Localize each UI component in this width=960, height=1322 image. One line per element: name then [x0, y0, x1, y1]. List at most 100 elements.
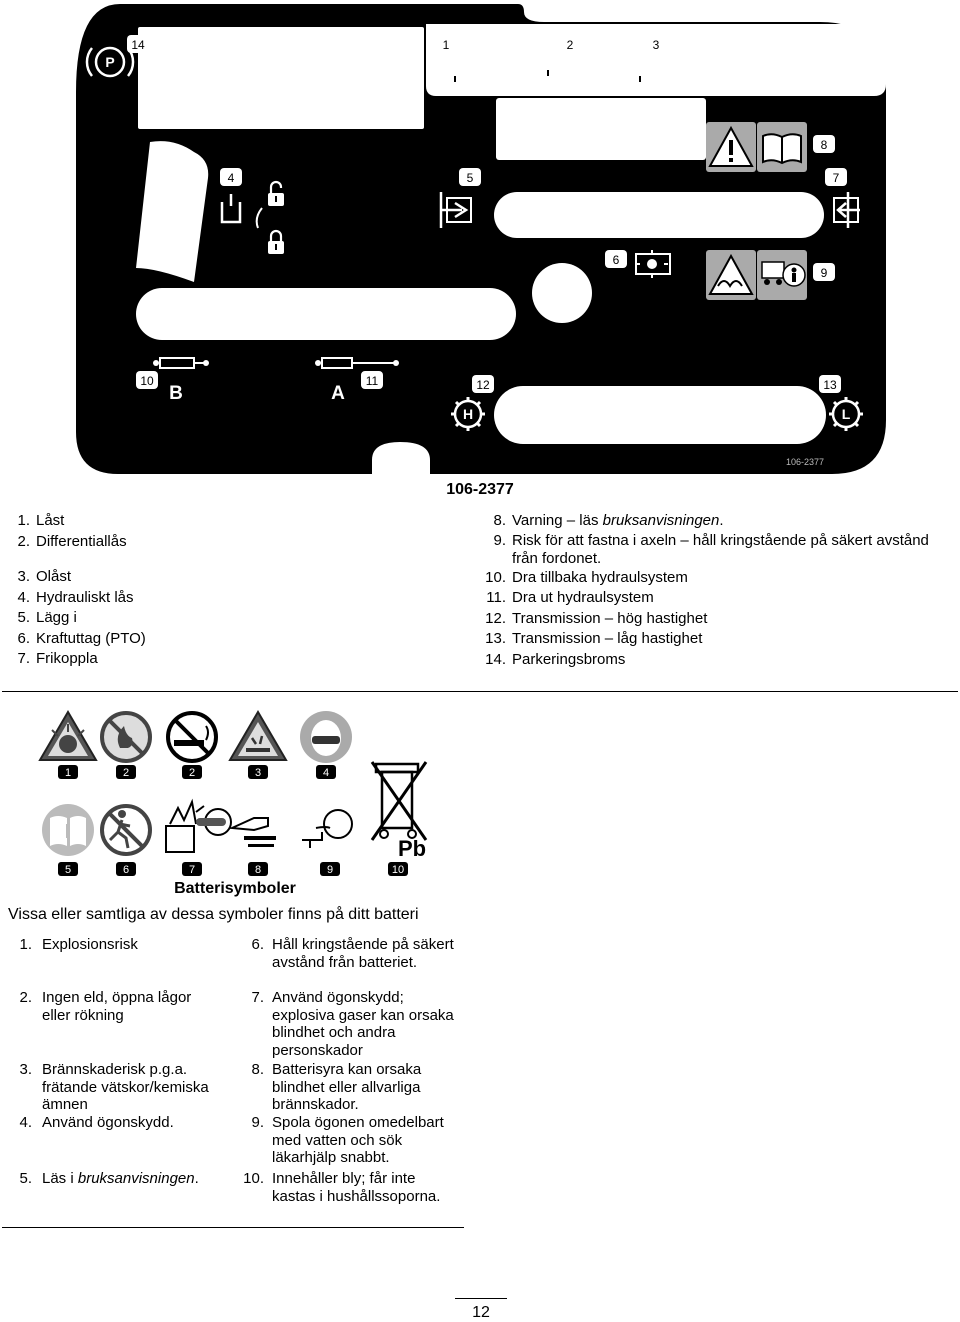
lead-pb-label: Pb [398, 836, 426, 861]
callout-7: 7 [833, 171, 840, 185]
page-number: 12 [455, 1298, 507, 1322]
explosion-warning-icon [38, 710, 98, 761]
symbol-number-2: 2 [189, 767, 195, 779]
badge-box [248, 862, 268, 876]
callout-box-3 [645, 35, 667, 53]
letter-a: A [331, 383, 345, 404]
list-item: 6.Håll kringstående på säkert avstånd fr… [251, 936, 454, 971]
read-manual-icon [42, 804, 94, 856]
decal-list-left: 1.Låst 2.Differentiallås 3.Olåst 4.Hydra… [0, 511, 240, 670]
letter-p: P [105, 54, 114, 70]
letter-h: H [463, 406, 473, 422]
list-item: 7.Frikoppla [17, 650, 98, 667]
badge-box [182, 765, 202, 779]
list-item: 13.Transmission – låg hastighet [485, 630, 703, 647]
letter-b: B [169, 383, 183, 404]
list-item: 9.Spola ögonen omedelbart med vatten och… [251, 1114, 444, 1166]
corrosive-warning-icon [228, 710, 288, 761]
hydraulic-lock-icon [220, 180, 286, 256]
callout-box-7 [825, 168, 847, 186]
callout-box-1 [435, 35, 457, 53]
acid-blindness-icon [196, 808, 276, 847]
badge-box [320, 862, 340, 876]
divider [2, 1227, 464, 1228]
symbol-number-8: 8 [255, 864, 261, 876]
list-item: 10.Dra tillbaka hydraulsystem [485, 568, 688, 586]
callout-3: 3 [653, 38, 660, 52]
list-item: 11.Dra ut hydraulsystem [486, 589, 654, 606]
callout-box-14 [127, 35, 149, 53]
list-item: 6.Kraftuttag (PTO) [17, 629, 146, 647]
list-item: 2.Differentiallås [17, 532, 127, 550]
callout-box-8 [813, 135, 835, 153]
window-top-left [138, 27, 424, 129]
callout-9: 9 [821, 266, 828, 280]
callout-box-2 [559, 35, 581, 53]
list-item: 4.Använd ögonskydd. [19, 1114, 174, 1131]
window-round [532, 263, 592, 323]
badge-box [58, 862, 78, 876]
hydraulic-extend-icon [315, 357, 399, 369]
list-item: 5.Läs i bruksanvisningen. [19, 1170, 199, 1187]
symbol-number-1: 1 [65, 767, 71, 779]
explosive-gas-battery-icon [165, 798, 210, 853]
symbol-number-2: 2 [123, 767, 129, 779]
letter-l: L [842, 406, 851, 422]
symbol-number-3: 3 [255, 767, 261, 779]
window-slot-middle [494, 192, 824, 238]
battery-title: Batterisymboler [174, 880, 296, 897]
symbol-number-9: 9 [327, 864, 333, 876]
window-middle-upper [496, 98, 706, 160]
list-item: 3.Olåst [17, 568, 72, 585]
decal-small-code: 106-2377 [786, 457, 824, 467]
callout-12: 12 [476, 378, 490, 392]
list-item: 10.Innehåller bly; får inte kastas i hus… [243, 1170, 441, 1205]
low-speed-gear-icon [829, 397, 863, 431]
symbol-number-7: 7 [189, 864, 195, 876]
battery-subtitle: Vissa eller samtliga av dessa symboler f… [8, 906, 419, 923]
disengage-icon [833, 192, 860, 228]
list-item: 3.Brännskaderisk p.g.a. frätande vätskor… [19, 1061, 209, 1113]
keep-children-away-icon [100, 804, 152, 856]
pto-icon [635, 250, 671, 278]
callout-box-9 [813, 263, 835, 281]
list-item: 2.Ingen eld, öppna lågor eller rökning [19, 989, 192, 1024]
callout-11: 11 [366, 374, 379, 388]
divider [2, 691, 958, 692]
callout-4: 4 [228, 171, 235, 185]
symbol-number-5: 5 [65, 864, 71, 876]
symbol-number-10: 10 [392, 864, 404, 876]
list-item: 4.Hydrauliskt lås [17, 588, 134, 606]
decal-code: 106-2377 [446, 481, 514, 498]
badge-box [116, 765, 136, 779]
badge-box [316, 765, 336, 779]
callout-10: 10 [140, 374, 154, 388]
callout-box-12 [472, 375, 494, 393]
list-item: 5.Lägg i [17, 609, 77, 626]
flush-eyes-icon [302, 809, 353, 848]
differential-lock-icon [524, 55, 572, 88]
decal-list-right: 8.Varning – läs bruksanvisningen. 9.Risk… [470, 511, 930, 670]
callout-1: 1 [443, 38, 450, 52]
list-item: 8.Batterisyra kan orsaka blindhet eller … [251, 1061, 422, 1113]
window-slot-bottom [494, 386, 826, 444]
badge-box [388, 862, 408, 876]
high-speed-gear-icon [451, 397, 485, 431]
callout-box-6 [605, 250, 627, 268]
callout-13: 13 [823, 378, 837, 392]
badge-box [182, 862, 202, 876]
callout-2: 2 [567, 38, 574, 52]
list-item: 8.Varning – läs bruksanvisningen. [493, 512, 724, 529]
arrow-right-icon [576, 65, 614, 81]
list-item: 7.Använd ögonskydd; explosiva gaser kan … [251, 989, 454, 1059]
arrow-left-icon [484, 65, 520, 81]
no-smoking-icon [166, 711, 218, 763]
callout-box-5 [459, 168, 481, 186]
callout-14: 14 [131, 38, 145, 52]
callout-5: 5 [467, 171, 474, 185]
window-slot-left [136, 288, 516, 340]
